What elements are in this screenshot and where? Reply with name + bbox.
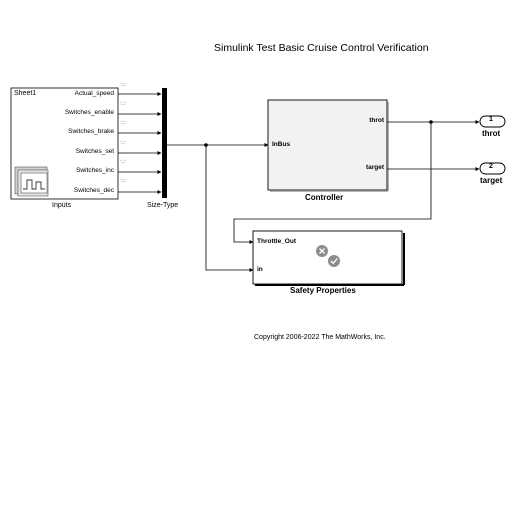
assertion-fail-icon — [316, 245, 328, 257]
outport-2[interactable] — [479, 162, 506, 175]
safety-in-port-label: Throttle_Out — [257, 238, 296, 245]
diagram-title: Simulink Test Basic Cruise Control Verif… — [214, 42, 429, 54]
controller-in-port-label: InBus — [272, 141, 291, 148]
input-signal-label: Switches_set — [75, 148, 114, 155]
controller-output-wires[interactable] — [233, 120, 480, 244]
outport-number: 2 — [489, 163, 493, 170]
bus-branch-point — [204, 143, 208, 147]
input-wires[interactable] — [118, 92, 162, 194]
input-signal-label: Switches_brake — [68, 128, 114, 135]
input-signal-label: Switches_inc — [76, 167, 114, 174]
assertion-pass-icon — [328, 255, 340, 267]
controller-block[interactable] — [267, 99, 389, 192]
safety-in-port-label: in — [257, 266, 263, 273]
inputs-block-name: Inputs — [52, 202, 72, 209]
input-signal-label: Actual_speed — [74, 90, 114, 97]
throt-branch-point — [429, 120, 433, 124]
signal-logging-icons — [119, 82, 127, 183]
inputs-block[interactable] — [10, 87, 119, 200]
outport-number: 1 — [489, 116, 493, 123]
input-signal-label: Switches_dec — [73, 187, 114, 194]
outport-name: target — [480, 176, 503, 185]
copyright-notice: Copyright 2006-2022 The MathWorks, Inc. — [254, 334, 386, 341]
input-signal-label: Switches_enable — [64, 109, 114, 116]
controller-out-port-label: throt — [369, 117, 384, 124]
controller-block-name: Controller — [305, 193, 344, 202]
bus-creator-name: Size-Type — [147, 202, 179, 209]
inputs-sheet-label: Sheet1 — [14, 90, 37, 97]
safety-block-name: Safety Properties — [290, 286, 356, 295]
signal-builder-icon — [14, 166, 49, 197]
outport-1[interactable] — [479, 115, 506, 128]
bus-wire[interactable] — [167, 143, 269, 272]
bus-creator-block[interactable] — [162, 88, 167, 198]
safety-properties-block[interactable] — [252, 230, 405, 286]
controller-out-port-label: target — [365, 164, 384, 171]
outport-name: throt — [482, 129, 501, 138]
